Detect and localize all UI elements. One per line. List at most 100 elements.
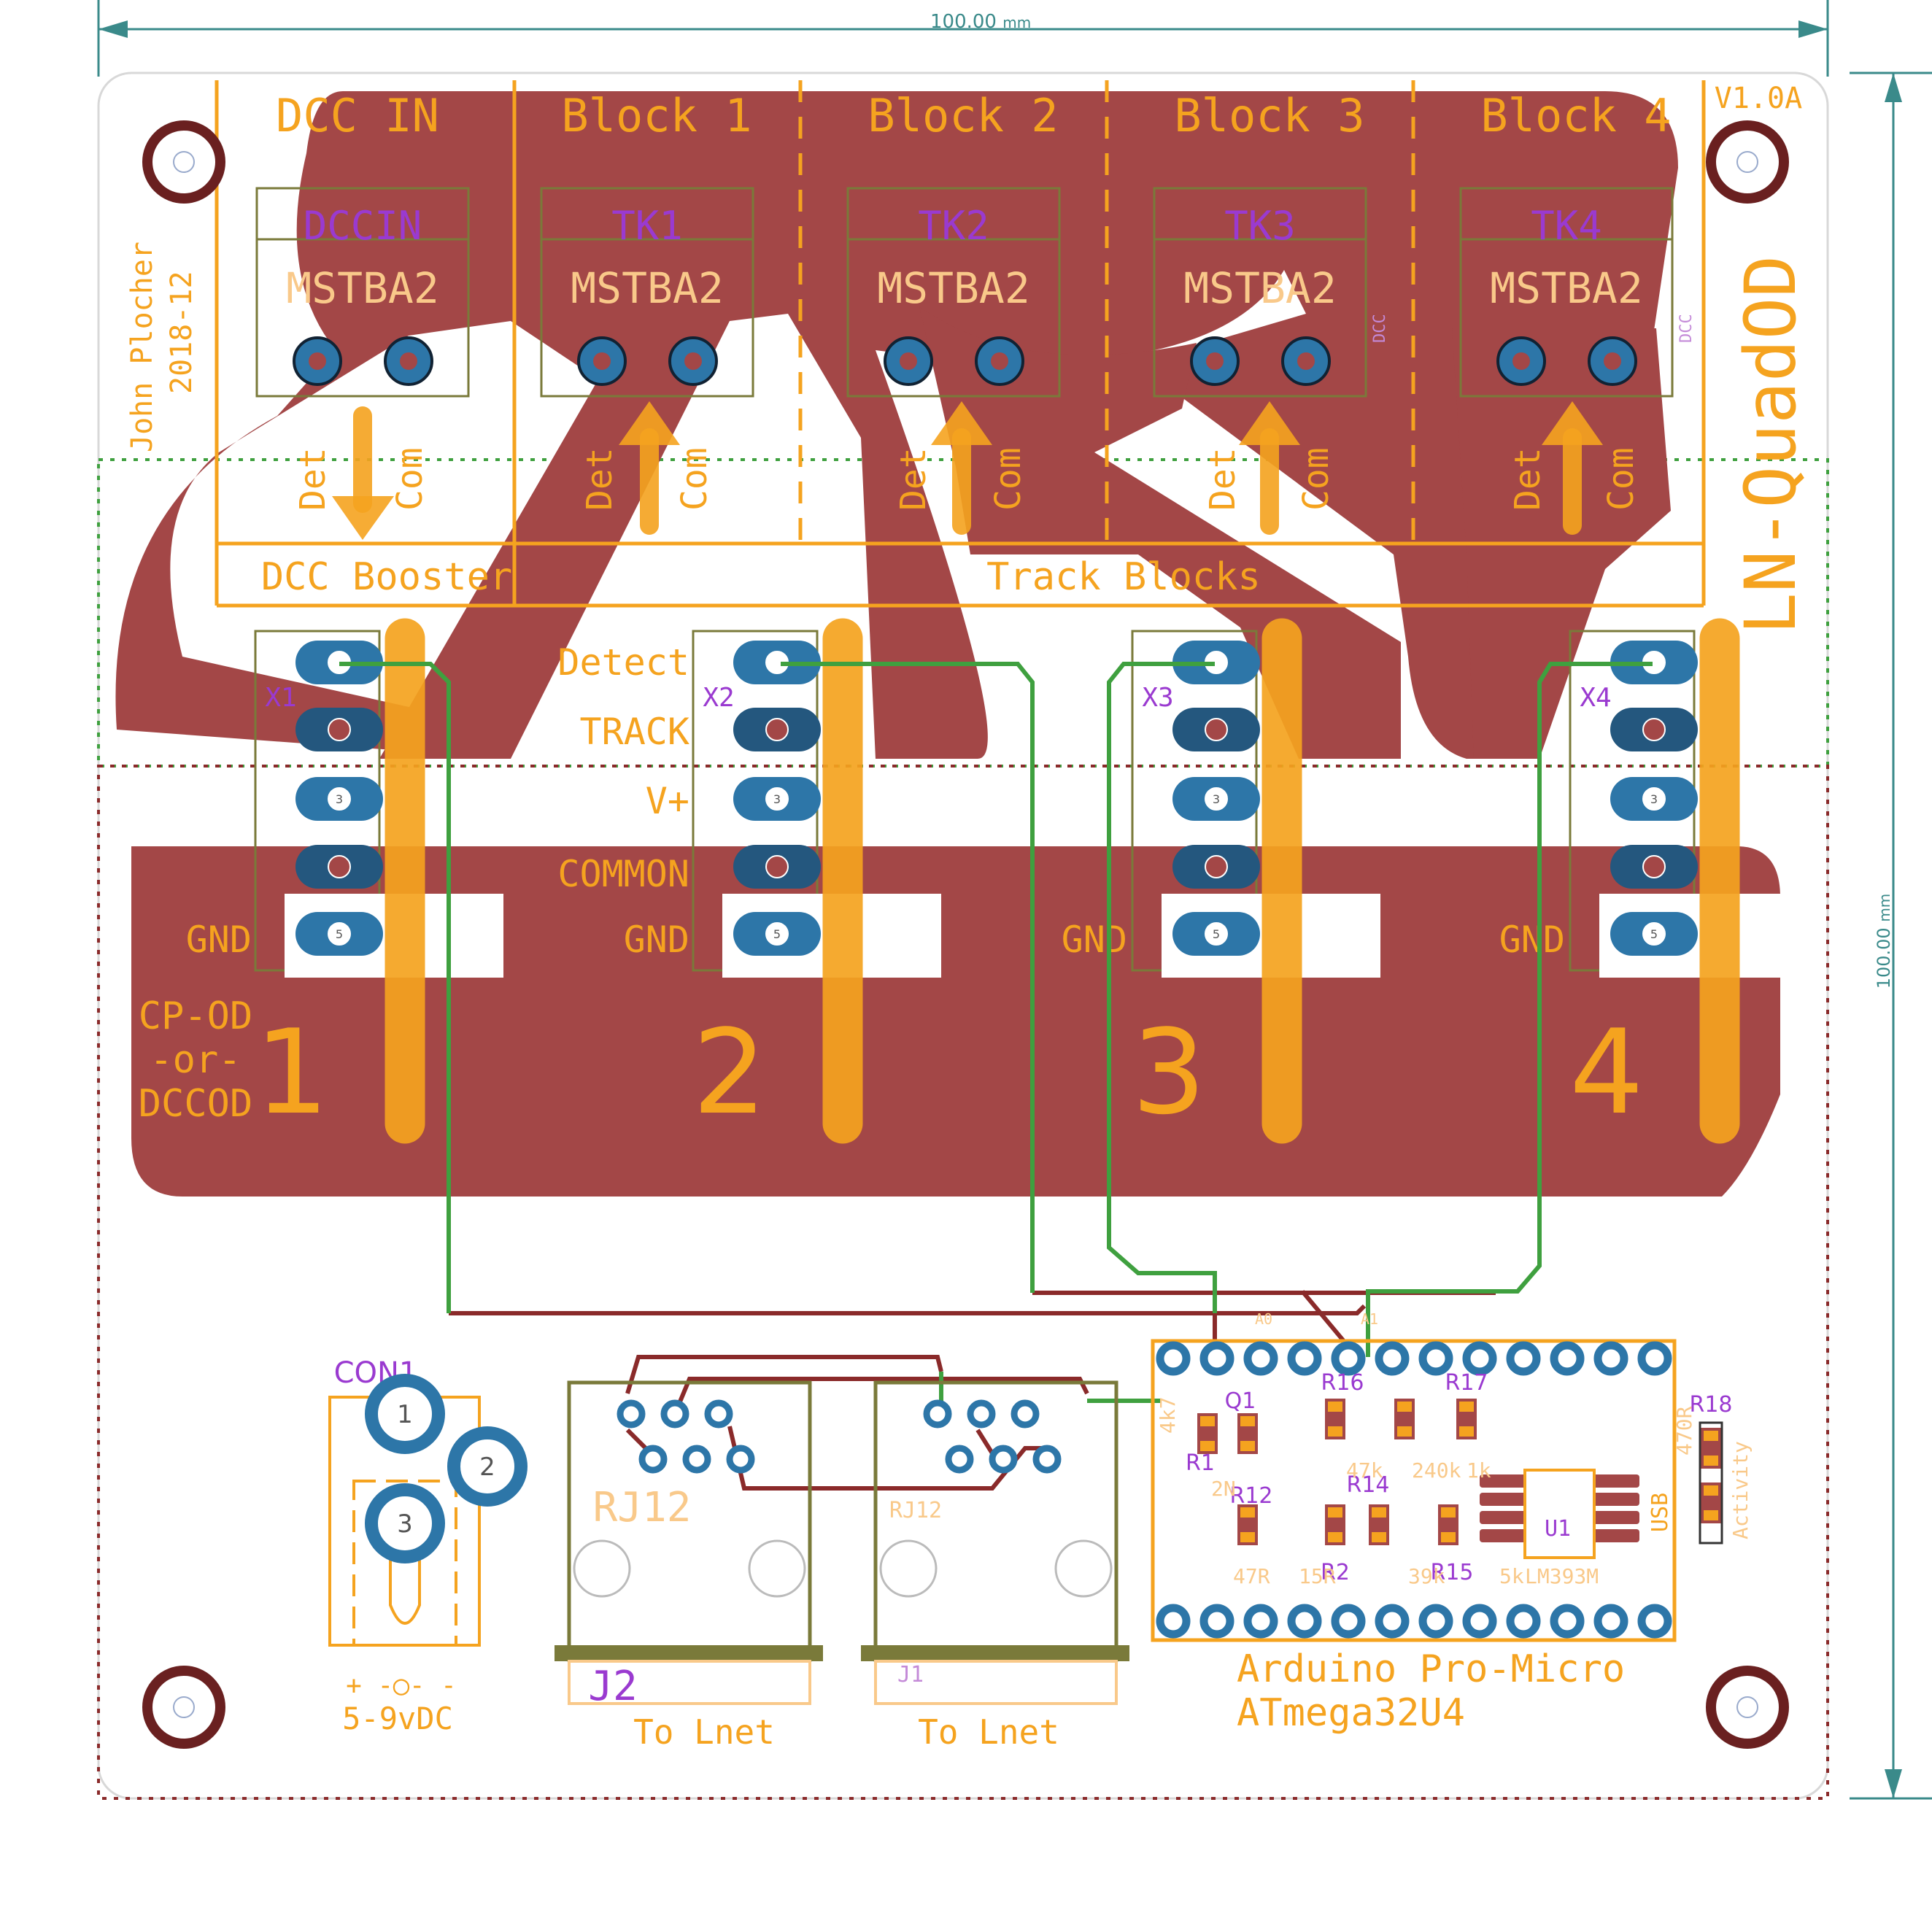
gnd-label-4: GND — [1499, 919, 1565, 961]
rj12-label: To Lnet — [918, 1712, 1059, 1752]
svg-text:R17: R17 — [1445, 1370, 1488, 1396]
arrow-up-icon — [1542, 401, 1603, 535]
connector-refdes: TK3 — [1224, 203, 1296, 249]
svg-text:5: 5 — [336, 927, 343, 941]
connector-refdes: TK1 — [611, 203, 683, 249]
section-labels: DCC IN Block 1 Block 2 Block 3 Block 4 V… — [261, 82, 1802, 599]
mounting-hole-bl — [142, 1666, 225, 1749]
svg-text:47R: 47R — [1233, 1564, 1270, 1588]
side-note-dcc: DCC — [1371, 314, 1389, 343]
svg-text:3: 3 — [1213, 792, 1220, 806]
svg-text:3: 3 — [1650, 792, 1658, 806]
mcu-label-1: Arduino Pro-Micro — [1237, 1647, 1625, 1691]
pin-label-vplus: V+ — [646, 780, 689, 822]
svg-text:Q1: Q1 — [1225, 1388, 1256, 1414]
dim-height: 100.00 mm — [1874, 894, 1894, 989]
arrow-up-icon — [931, 401, 992, 535]
rj12-part: RJ12 — [593, 1484, 692, 1531]
connector-part: MSTBA2 — [286, 263, 439, 313]
svg-text:R15: R15 — [1430, 1560, 1473, 1585]
section-label-block-1: Block 1 — [561, 89, 751, 142]
svg-text:Det: Det — [1507, 447, 1548, 511]
svg-text:DCCOD: DCCOD — [139, 1082, 253, 1126]
side-note-dcc: DCC — [1677, 314, 1696, 343]
usb-label: USB — [1647, 1493, 1673, 1532]
svg-text:2N: 2N — [1211, 1477, 1236, 1501]
power-connector: CON1 1 2 3 + -◯- - 5-9vDC — [328, 1356, 528, 1736]
dimension-markers: 100.00 mm 100.00 mm — [97, 0, 1932, 1800]
od-type-label: CP-OD -or- DCCOD — [139, 994, 253, 1126]
arrow-down-icon — [332, 406, 394, 540]
svg-text:A1: A1 — [1361, 1310, 1378, 1328]
group-label-track-blocks: Track Blocks — [986, 555, 1261, 599]
svg-text:1: 1 — [397, 1400, 413, 1429]
od-refdes: X3 — [1142, 683, 1173, 713]
connector-refdes: TK4 — [1531, 203, 1602, 249]
connector-dccin: DCCIN MSTBA2 Det Com — [255, 187, 470, 540]
svg-text:R2: R2 — [1321, 1560, 1350, 1585]
svg-text:47k: 47k — [1346, 1458, 1383, 1482]
svg-text:5: 5 — [1650, 927, 1658, 941]
version-label: V1.0A — [1715, 82, 1802, 115]
svg-text:Com: Com — [390, 447, 430, 511]
svg-text:Activity: Activity — [1728, 1441, 1753, 1539]
connector-tk3: TK3 MSTBA2 Det Com DCC — [1153, 187, 1389, 535]
header-bottom — [1156, 1604, 1672, 1639]
gnd-label-3: GND — [1062, 919, 1127, 961]
author-date: 2018-12 — [165, 271, 198, 394]
top-connectors: DCCIN MSTBA2 Det Com TK1 MSTBA2 Det Com … — [255, 187, 1696, 540]
svg-text:Det: Det — [579, 447, 620, 511]
svg-text:3: 3 — [336, 792, 343, 806]
ic-u1: U1 — [1523, 1469, 1596, 1559]
svg-text:Com: Com — [1296, 447, 1337, 511]
svg-text:240k: 240k — [1412, 1458, 1461, 1482]
connector-refdes: DCCIN — [304, 203, 422, 249]
header-top — [1156, 1341, 1672, 1376]
arrow-up-icon — [1239, 401, 1300, 535]
section-label-block-3: Block 3 — [1174, 89, 1364, 142]
rj12-j1: RJ12 J1 To Lnet — [861, 1380, 1129, 1752]
pin-label-common: COMMON — [557, 853, 689, 895]
svg-text:Det: Det — [293, 447, 333, 511]
ground-zone-lower — [97, 765, 1829, 1800]
pin-label-track: TRACK — [579, 711, 689, 753]
power-label: 5-9vDC — [342, 1701, 453, 1736]
svg-text:Com: Com — [988, 447, 1029, 511]
connector-tk4: TK4 MSTBA2 Det Com DCC — [1459, 187, 1696, 535]
svg-text:R14: R14 — [1346, 1472, 1389, 1498]
gnd-label-2: GND — [624, 919, 689, 961]
od-number: 3 — [1132, 1004, 1206, 1140]
svg-text:U1: U1 — [1545, 1516, 1571, 1542]
od-refdes: X4 — [1580, 683, 1611, 713]
board-name: LN-QuadOD — [1730, 255, 1812, 635]
connector-part: MSTBA2 — [571, 263, 724, 313]
rj12-j2: RJ12 J2 To Lnet — [555, 1380, 823, 1752]
mounting-holes — [142, 120, 1789, 1749]
svg-text:3: 3 — [773, 792, 781, 806]
dim-width: 100.00 mm — [930, 11, 1031, 33]
rj12-part: RJ12 — [889, 1498, 942, 1523]
section-label-block-2: Block 2 — [868, 89, 1058, 142]
od-number: 1 — [255, 1004, 329, 1140]
od-refdes: X2 — [703, 683, 734, 713]
svg-text:A0: A0 — [1255, 1310, 1272, 1328]
section-label-block-4: Block 4 — [1480, 89, 1671, 142]
author-block: John Plocher 2018-12 — [125, 241, 198, 452]
svg-text:4k7: 4k7 — [1156, 1396, 1180, 1434]
svg-text:R16: R16 — [1321, 1370, 1364, 1396]
svg-text:-or-: -or- — [150, 1038, 241, 1082]
svg-text:470R: 470R — [1672, 1406, 1696, 1456]
rj12-refdes: J1 — [897, 1662, 924, 1688]
pin-label-detect: Detect — [557, 641, 689, 684]
power-polarity: + -◯- - — [346, 1671, 457, 1701]
mcu-label-2: ATmega32U4 — [1237, 1691, 1465, 1735]
svg-text:Det: Det — [893, 447, 934, 511]
svg-text:5k: 5k — [1499, 1564, 1524, 1588]
group-label-dcc-booster: DCC Booster — [261, 555, 512, 599]
rj12-label: To Lnet — [633, 1712, 775, 1752]
